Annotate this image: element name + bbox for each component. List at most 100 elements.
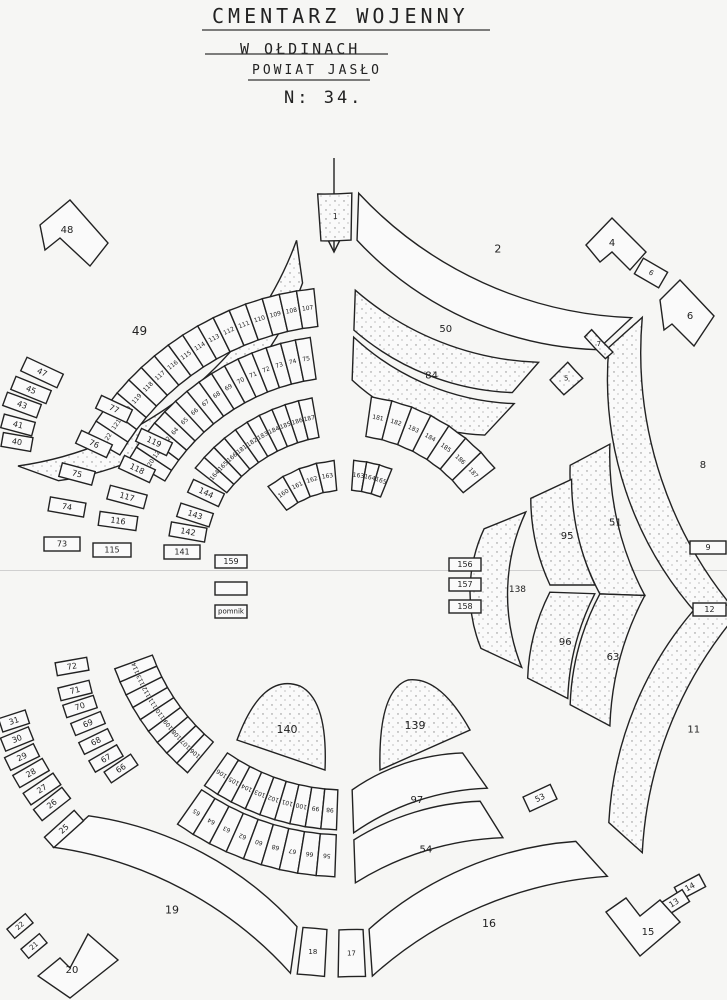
- plot-p54[interactable]: [353, 800, 505, 885]
- plot-label-p95: 95: [561, 531, 574, 542]
- plot-p107[interactable]: [295, 287, 319, 330]
- plot-p68[interactable]: 68: [77, 727, 115, 756]
- plot-p41[interactable]: 41: [0, 413, 37, 437]
- plot-p110[interactable]: [139, 696, 182, 733]
- plot-p106[interactable]: [203, 751, 240, 796]
- plot-p114[interactable]: [113, 654, 158, 683]
- plot-p20[interactable]: [36, 932, 120, 999]
- plot-p40[interactable]: 40: [0, 431, 34, 453]
- plot-p15[interactable]: [604, 897, 682, 958]
- plot-p1[interactable]: [316, 192, 353, 242]
- plot-p116[interactable]: 116: [97, 510, 139, 532]
- plot-label-p163: 163: [321, 472, 334, 481]
- plot-p140[interactable]: [236, 682, 326, 771]
- plot-p30[interactable]: 30: [0, 725, 35, 753]
- plot-p29[interactable]: 29: [3, 742, 41, 772]
- plot-p56[interactable]: [315, 833, 337, 878]
- plot-p101[interactable]: [273, 780, 300, 825]
- plot-p25[interactable]: 25: [43, 809, 85, 849]
- plot-p12[interactable]: 12: [692, 602, 727, 617]
- plot-p11[interactable]: [608, 602, 727, 855]
- plot-p9[interactable]: 9: [689, 540, 727, 555]
- plot-p111[interactable]: [131, 686, 175, 721]
- plot-p187[interactable]: [297, 397, 320, 441]
- plot-p76[interactable]: 76: [74, 429, 114, 459]
- plot-p95[interactable]: [530, 478, 597, 586]
- plot-p67[interactable]: 67: [87, 743, 125, 774]
- plot-p115[interactable]: 115: [92, 542, 132, 558]
- plot-p2[interactable]: [356, 191, 634, 351]
- plot-p104[interactable]: [230, 765, 263, 810]
- plot-p62[interactable]: [225, 812, 260, 860]
- plot-p65[interactable]: [176, 788, 216, 836]
- plot-p119[interactable]: 119: [134, 427, 174, 457]
- plot-p27[interactable]: 27: [22, 772, 62, 806]
- plot-p142[interactable]: 142: [168, 521, 208, 543]
- plot-p31[interactable]: 31: [0, 709, 31, 733]
- plot-p63[interactable]: [569, 593, 646, 727]
- plot-p141[interactable]: 141: [163, 544, 201, 560]
- plot-p53[interactable]: 53: [522, 783, 558, 813]
- plot-p143[interactable]: 143: [175, 502, 215, 528]
- plot-p72[interactable]: 72: [54, 656, 90, 677]
- plot-p60[interactable]: [242, 818, 275, 866]
- plot-p17[interactable]: [337, 928, 367, 978]
- plot-p21[interactable]: 21: [19, 932, 49, 960]
- plot-p22[interactable]: 22: [5, 912, 35, 940]
- plot-p5[interactable]: [549, 361, 584, 396]
- plot-p117[interactable]: 117: [105, 484, 149, 510]
- plot-p106[interactable]: [175, 733, 215, 774]
- plot-p108[interactable]: [156, 715, 197, 755]
- plot-p96[interactable]: [526, 591, 596, 700]
- plot-p74[interactable]: 74: [47, 496, 87, 518]
- plot-p157[interactable]: 157: [448, 577, 482, 592]
- plot-p118[interactable]: 118: [117, 454, 157, 484]
- plot-p103[interactable]: [244, 771, 275, 816]
- plot-p48[interactable]: [39, 199, 109, 268]
- plot-p107[interactable]: [165, 724, 206, 765]
- plot-p47[interactable]: 47: [19, 356, 65, 389]
- plot-p63[interactable]: [208, 805, 245, 853]
- plot-p98[interactable]: [320, 788, 339, 831]
- plot-p43[interactable]: 43: [1, 391, 43, 419]
- plot-p45[interactable]: 45: [9, 375, 53, 405]
- plot-p7[interactable]: [583, 328, 614, 360]
- plot-p6[interactable]: 6: [633, 257, 669, 289]
- plot-p159[interactable]: 159: [214, 554, 248, 569]
- plot-p50[interactable]: [353, 288, 541, 394]
- plot-blank[interactable]: [214, 581, 248, 596]
- plot-p156[interactable]: 156: [448, 557, 482, 572]
- plot-p4[interactable]: [585, 217, 647, 272]
- plot-p73[interactable]: 73: [43, 536, 81, 552]
- plot-p26[interactable]: 26: [32, 786, 72, 822]
- plot-p71[interactable]: 71: [57, 679, 93, 702]
- plot-p144[interactable]: 144: [186, 478, 226, 508]
- plot-p112[interactable]: [125, 676, 169, 709]
- plot-p6[interactable]: [659, 278, 715, 348]
- plot-p67[interactable]: [278, 827, 306, 874]
- plot-p70[interactable]: 70: [61, 694, 99, 719]
- plot-p69[interactable]: 69: [69, 710, 107, 737]
- plot-p28[interactable]: 28: [11, 757, 51, 789]
- plot-p105[interactable]: [216, 759, 251, 803]
- plot-p66[interactable]: [296, 830, 322, 877]
- plot-p113[interactable]: [119, 665, 163, 696]
- plot-p99[interactable]: [304, 786, 326, 830]
- plot-label-p18: 18: [308, 948, 317, 956]
- plot-p187[interactable]: [451, 451, 496, 494]
- plot-p75[interactable]: [294, 336, 317, 382]
- plot-p163[interactable]: [315, 459, 338, 494]
- plot-p77[interactable]: 77: [94, 394, 134, 424]
- plot-p18[interactable]: [296, 926, 328, 978]
- plot-p109[interactable]: [147, 706, 189, 744]
- plot-p139[interactable]: [379, 679, 471, 772]
- plot-p75[interactable]: 75: [57, 461, 97, 487]
- plot-p158[interactable]: 158: [448, 599, 482, 614]
- plot-pomnik[interactable]: pomnik: [214, 604, 248, 619]
- plot-p97[interactable]: [351, 752, 489, 835]
- plot-p165[interactable]: [370, 463, 393, 498]
- plot-p66[interactable]: 66: [103, 753, 139, 784]
- plot-p64[interactable]: [192, 797, 230, 845]
- plot-p16[interactable]: [368, 840, 609, 978]
- plot-p102[interactable]: [258, 776, 288, 821]
